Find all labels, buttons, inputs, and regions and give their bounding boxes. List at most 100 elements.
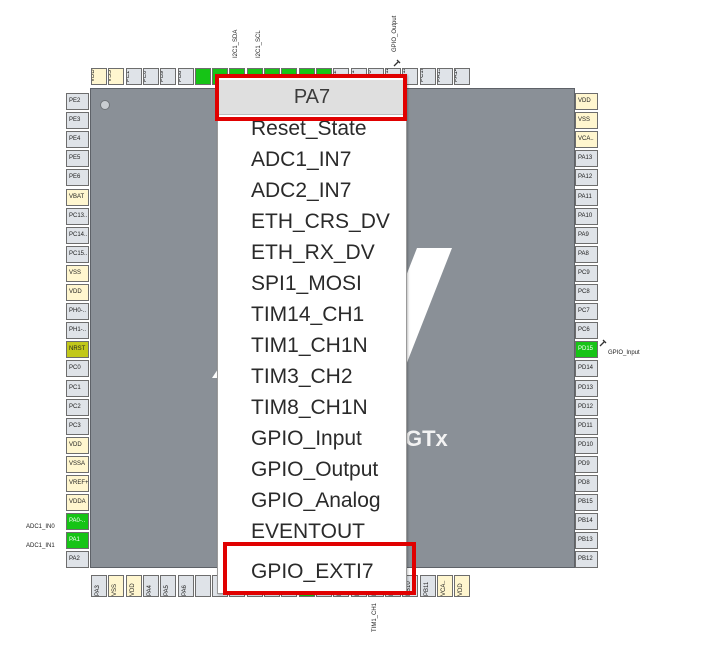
dropdown-option-reset-state[interactable]: Reset_State [251, 117, 367, 140]
pin-bottom-vdd[interactable]: VDD [454, 575, 471, 597]
pin-right-pb13[interactable]: PB13 [575, 532, 598, 550]
dropdown-option-tim14-ch1[interactable]: TIM14_CH1 [251, 303, 365, 326]
pin-top-vss[interactable]: VSS [108, 68, 125, 85]
pin-left-vbat[interactable]: VBAT [66, 188, 89, 206]
dropdown-option-tim1-ch1n[interactable]: TIM1_CH1N [251, 334, 368, 357]
pin1-marker-dot [100, 100, 110, 110]
pin-right-pb14[interactable]: PB14 [575, 513, 598, 531]
pin-left-vref[interactable]: VREF+ [66, 475, 89, 492]
pin-right-pa10[interactable]: PA10 [575, 207, 598, 225]
pin-right-vss[interactable]: VSS [575, 112, 598, 130]
pin-right-pd9[interactable]: PD9 [575, 455, 598, 473]
pin-left-pc3[interactable]: PC3 [66, 417, 89, 435]
pin-left-ph1[interactable]: PH1-.. [66, 322, 89, 340]
pin-right-pd12[interactable]: PD12 [575, 398, 598, 416]
dropdown-option-tim8-ch1n[interactable]: TIM8_CH1N [251, 396, 368, 419]
pin-left-vss[interactable]: VSS [66, 264, 89, 282]
pin-left-nrst[interactable]: NRST [66, 341, 89, 359]
pin-bottom-vca[interactable]: VCA.. [437, 575, 453, 597]
pin-left-ph0[interactable]: PH0-.. [66, 303, 89, 321]
dropdown-pin-title: PA7 [219, 80, 405, 115]
pin-label: PA5 [164, 585, 171, 596]
pin-top-pc10[interactable]: PC10 [419, 68, 436, 85]
pin-right-pc9[interactable]: PC9 [575, 264, 598, 282]
dropdown-option-adc2-in7[interactable]: ADC2_IN7 [251, 179, 352, 202]
highlight-box-gpio-exti7 [223, 542, 416, 595]
dropdown-option-eth-rx-dv[interactable]: ETH_RX_DV [251, 241, 375, 264]
pin-bottom-pa3[interactable]: PA3 [91, 575, 107, 597]
dropdown-option-tim3-ch2[interactable]: TIM3_CH2 [251, 365, 353, 388]
pin-right-pd8[interactable]: PD8 [575, 475, 598, 492]
pin-left-pc2[interactable]: PC2 [66, 398, 89, 416]
dropdown-option-eth-crs-dv[interactable]: ETH_CRS_DV [251, 210, 390, 233]
pin-right-pa11[interactable]: PA11 [575, 188, 598, 206]
pin-left-pa1[interactable]: PA1 [66, 532, 89, 550]
pin-top-vdd[interactable]: VDD [91, 68, 107, 85]
dropdown-option-gpio-exti7[interactable]: GPIO_EXTI7 [251, 560, 374, 583]
signal-label-gpio-input: GPIO_Input [608, 350, 640, 356]
pin-right-pd15[interactable]: PD15 [575, 341, 598, 359]
pin-right-pd11[interactable]: PD11 [575, 417, 598, 435]
signal-label-gpio-output: GPIO_Output [392, 15, 398, 52]
dropdown-option-spi1-mosi[interactable]: SPI1_MOSI [251, 272, 362, 295]
pin-right-pa9[interactable]: PA9 [575, 226, 598, 244]
pin-label: VCA.. [441, 580, 447, 596]
pin-bottom-n6[interactable] [194, 575, 211, 597]
pin-bottom-pa6[interactable]: PA6 [177, 575, 194, 597]
pin-top-pa15[interactable]: PA15 [437, 68, 453, 85]
pin-right-pd10[interactable]: PD10 [575, 436, 598, 454]
pin-right-pa12[interactable]: PA12 [575, 169, 598, 187]
pin-left-pc1[interactable]: PC1 [66, 379, 89, 397]
pin-label: PA14 [454, 68, 460, 82]
pin-right-pd14[interactable]: PD14 [575, 360, 598, 378]
pin-left-pc0[interactable]: PC0 [66, 360, 89, 378]
pin-top-pe1[interactable]: PE1 [125, 68, 142, 85]
pin-top-n6[interactable] [194, 68, 211, 85]
pin-right-pc7[interactable]: PC7 [575, 303, 598, 321]
pin-left-pe2[interactable]: PE2 [66, 93, 89, 110]
pin-left-pe5[interactable]: PE5 [66, 150, 89, 168]
highlight-box-pin-title [215, 74, 407, 121]
pin-right-pd13[interactable]: PD13 [575, 379, 598, 397]
dropdown-option-gpio-output[interactable]: GPIO_Output [251, 458, 379, 481]
pin-left-pe6[interactable]: PE6 [66, 169, 89, 187]
pin-left-pc14[interactable]: PC14.. [66, 226, 89, 244]
pin-right-pc8[interactable]: PC8 [575, 284, 598, 301]
pin-right-pc6[interactable]: PC6 [575, 322, 598, 340]
pin-bottom-pa5[interactable]: PA5 [160, 575, 177, 597]
pin-left-vdd[interactable]: VDD [66, 436, 89, 454]
dropdown-option-gpio-analog[interactable]: GPIO_Analog [251, 489, 381, 512]
pin-left-vdd[interactable]: VDD [66, 284, 89, 301]
pin-right-pa13[interactable]: PA13 [575, 150, 598, 168]
pin-left-pa2[interactable]: PA2 [66, 551, 89, 569]
pin-right-vca[interactable]: VCA.. [575, 131, 598, 149]
pin-label: PE1 [125, 70, 131, 82]
pin-right-pb15[interactable]: PB15 [575, 494, 598, 512]
pin-bottom-vdd[interactable]: VDD [125, 575, 142, 597]
pin-label: VSS [112, 583, 119, 596]
pin-top-pa14[interactable]: PA14 [454, 68, 471, 85]
dropdown-option-eventout[interactable]: EVENTOUT [251, 520, 365, 543]
dropdown-option-adc1-in7[interactable]: ADC1_IN7 [251, 148, 352, 171]
pin-bottom-pa4[interactable]: PA4 [142, 575, 159, 597]
pin-left-vssa[interactable]: VSSA [66, 455, 89, 473]
pin-bottom-pb11[interactable]: PB11 [419, 575, 436, 597]
pin-right-pa8[interactable]: PA8 [575, 245, 598, 263]
pin-left-pc13[interactable]: PC13.. [66, 207, 89, 225]
pin-label: VDD [91, 69, 96, 82]
pin-label: PA15 [437, 68, 442, 82]
pin-top-pb9[interactable]: PB9 [160, 68, 177, 85]
pin-left-pe3[interactable]: PE3 [66, 112, 89, 130]
pin-right-pb12[interactable]: PB12 [575, 551, 598, 569]
pin-top-pe0[interactable]: PE0 [142, 68, 159, 85]
pin-right-vdd[interactable]: VDD [575, 93, 598, 110]
pin-left-pa0[interactable]: PA0-.. [66, 513, 89, 531]
pin-left-vdda[interactable]: VDDA [66, 494, 89, 512]
pin-left-pe4[interactable]: PE4 [66, 131, 89, 149]
signal-label-i2c1-sda: I2C1_SDA [233, 29, 239, 58]
pin-left-pc15[interactable]: PC15.. [66, 245, 89, 263]
pin-bottom-vss[interactable]: VSS [108, 575, 125, 597]
pin-label: PA6 [181, 585, 188, 596]
dropdown-option-gpio-input[interactable]: GPIO_Input [251, 427, 362, 450]
pin-top-pb8[interactable]: PB8 [177, 68, 194, 85]
